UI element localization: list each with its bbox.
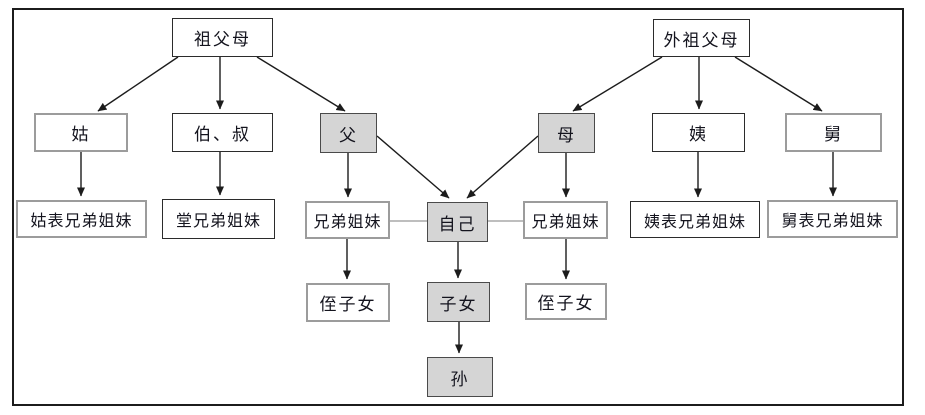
node-nephews-nieces-right: 侄子女	[525, 283, 607, 320]
diagram-outer-border	[12, 8, 904, 406]
node-paternal-uncles: 伯、叔	[172, 113, 273, 152]
node-paternal-cousins: 堂兄弟姐妹	[162, 199, 275, 239]
node-nephews-nieces-left: 侄子女	[306, 283, 390, 322]
node-maternal-uncle-cousins: 舅表兄弟姐妹	[767, 200, 898, 238]
node-mother: 母	[538, 113, 595, 153]
node-maternal-aunt: 姨	[652, 113, 745, 152]
node-paternal-aunt: 姑	[34, 113, 128, 152]
node-siblings-right: 兄弟姐妹	[523, 201, 608, 239]
node-maternal-grandparents: 外祖父母	[653, 19, 750, 57]
node-self: 自己	[427, 202, 488, 242]
node-paternal-grandparents: 祖父母	[172, 18, 273, 57]
node-paternal-aunt-cousins: 姑表兄弟姐妹	[16, 200, 147, 238]
node-grandchild: 孙	[427, 357, 493, 397]
node-maternal-uncle: 舅	[785, 113, 882, 152]
node-children: 子女	[427, 282, 490, 322]
node-father: 父	[320, 113, 377, 153]
node-siblings-left: 兄弟姐妹	[305, 201, 390, 239]
node-maternal-aunt-cousins: 姨表兄弟姐妹	[630, 201, 760, 238]
